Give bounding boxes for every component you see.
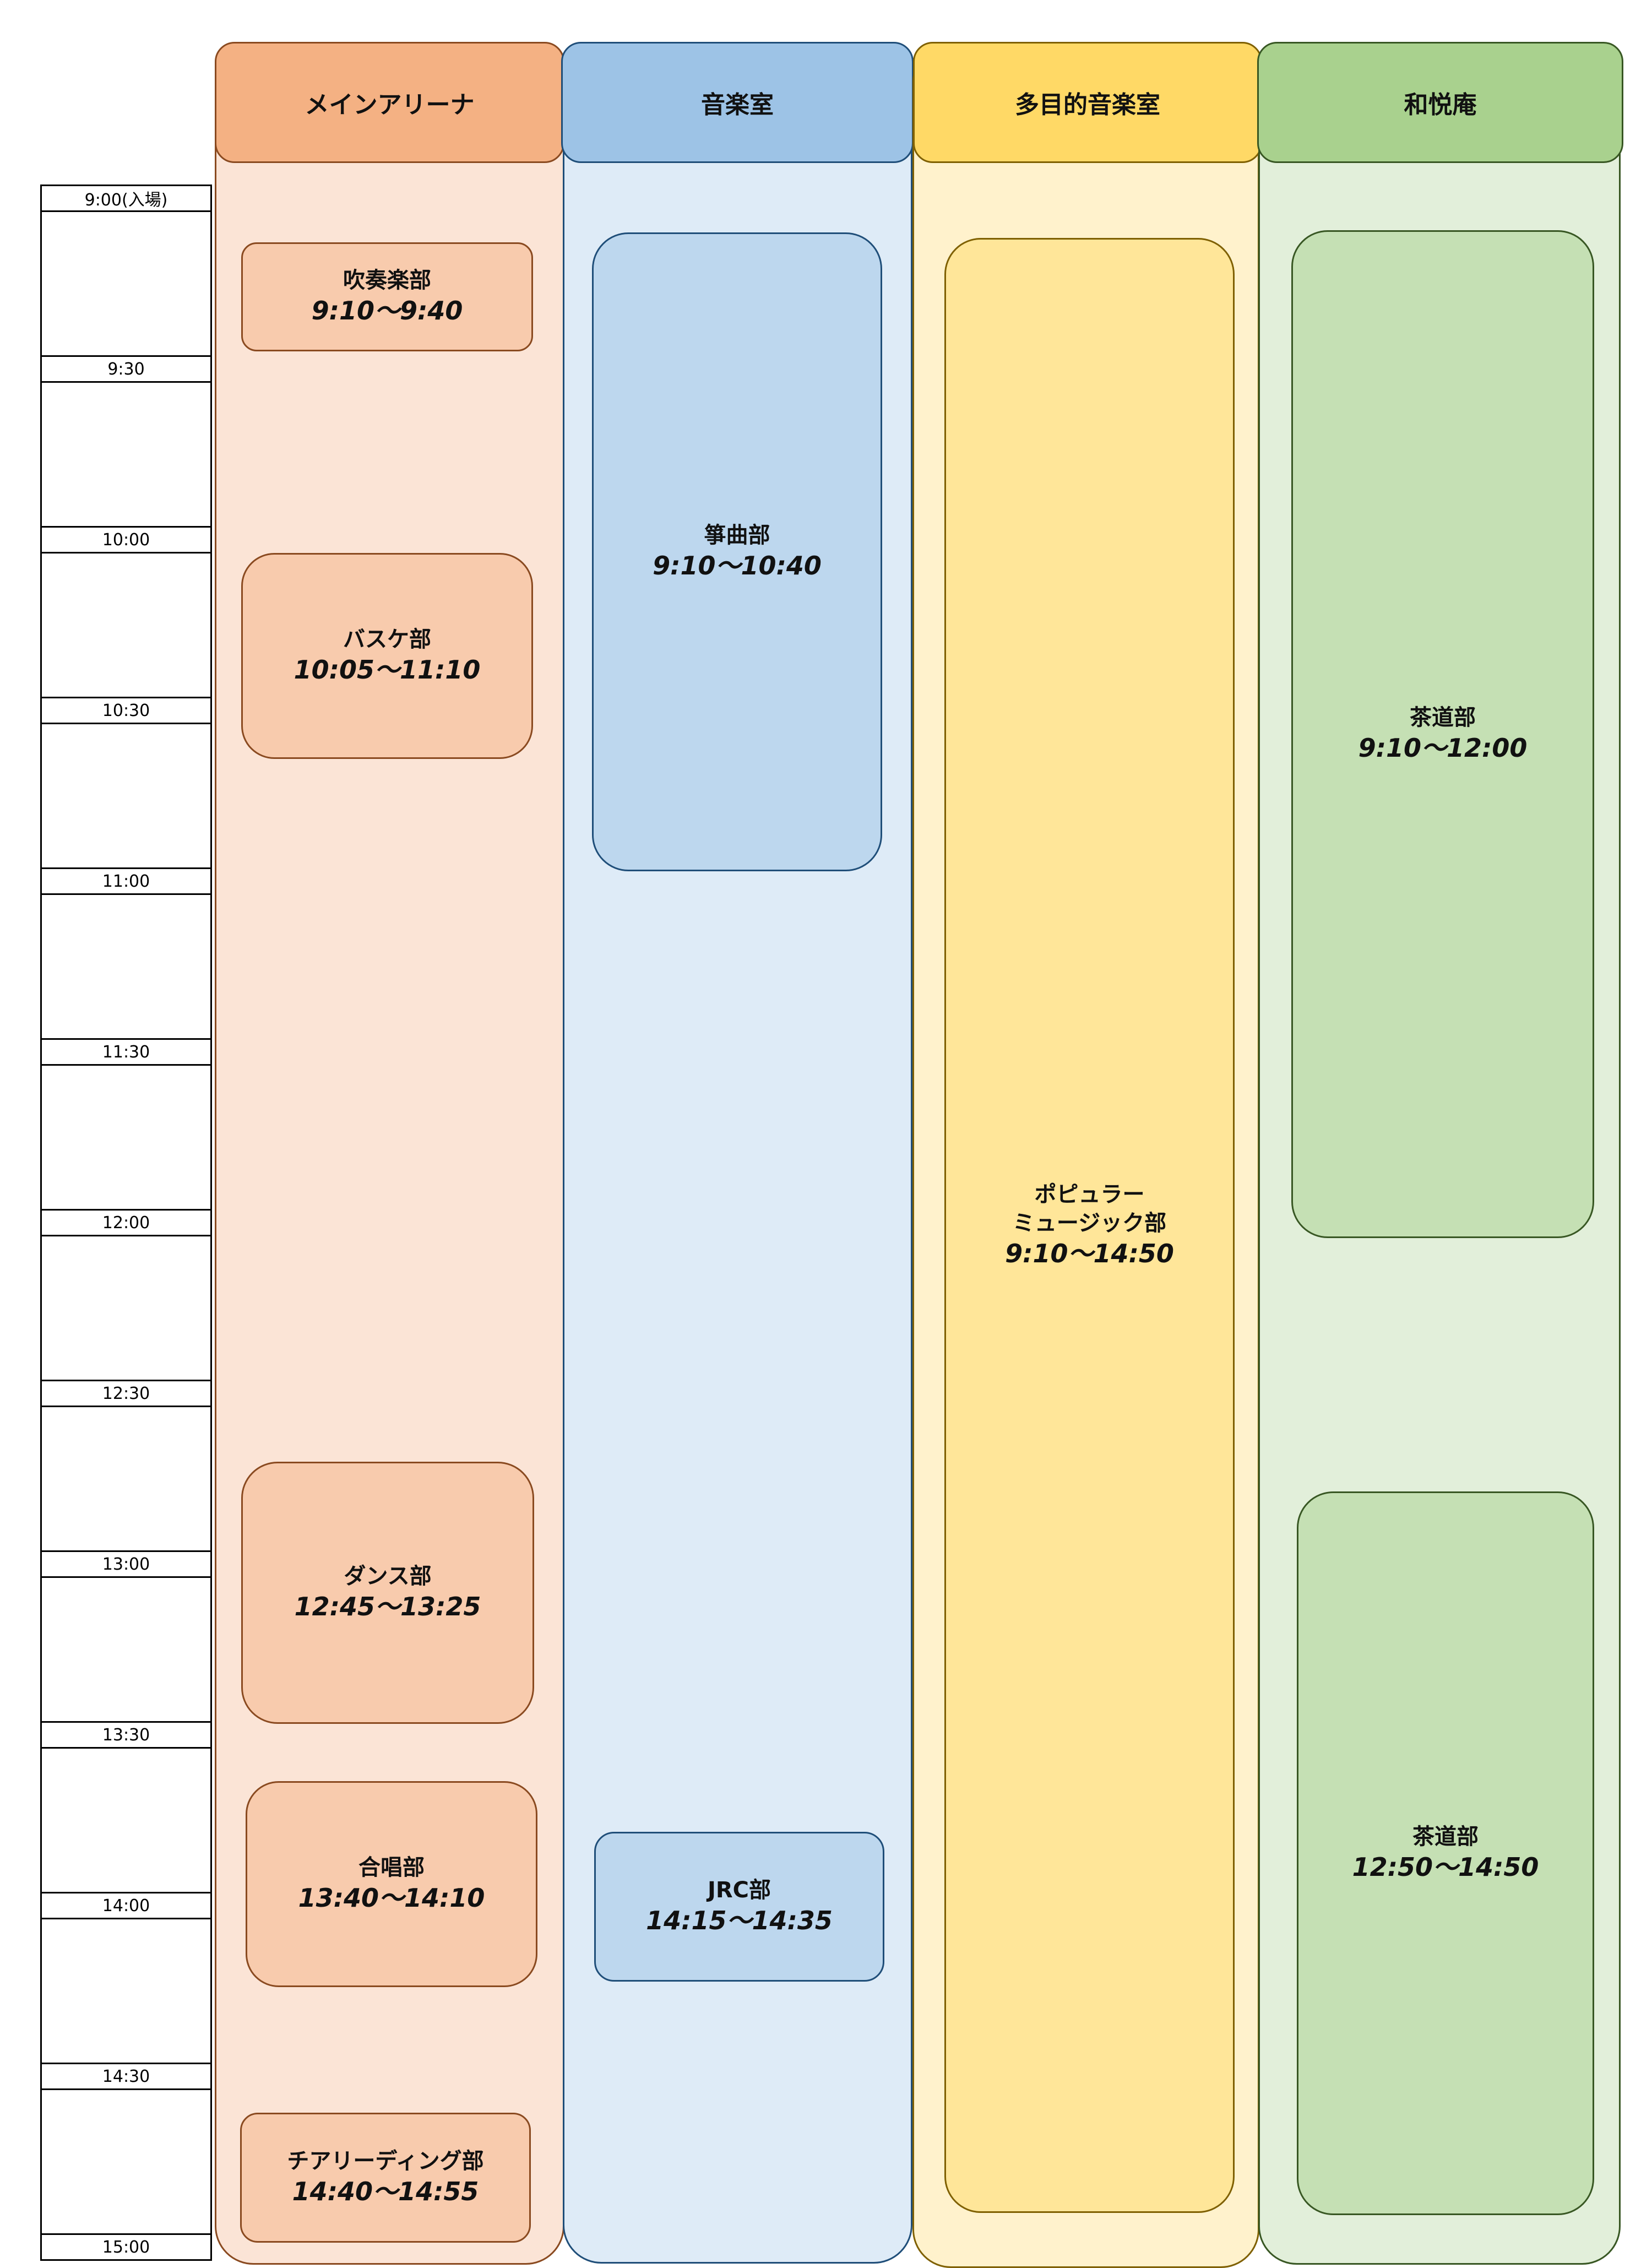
event-block-brass-band: 吹奏楽部 9:10～9:40 [241, 242, 533, 351]
event-time: 9:10～9:40 [311, 296, 463, 326]
event-name: 箏曲部 [704, 523, 770, 549]
room-header-label: メインアリーナ [305, 91, 475, 119]
time-slot-gap [40, 895, 212, 1038]
time-slot-gap [40, 554, 212, 697]
event-name: 茶道部 [1412, 1824, 1479, 1850]
time-slot-label: 14:00 [40, 1892, 212, 1919]
time-slot-label: 11:00 [40, 867, 212, 895]
time-slot-label: 9:00(入場) [40, 185, 212, 212]
room-header-label: 和悦庵 [1404, 91, 1477, 119]
event-block-tea-ceremony-morning: 茶道部 9:10～12:00 [1291, 230, 1594, 1238]
event-block-basketball: バスケ部 10:05～11:10 [241, 553, 533, 759]
time-slot-gap [40, 1066, 212, 1209]
event-time: 10:05～11:10 [294, 655, 481, 685]
time-slot-label: 11:30 [40, 1038, 212, 1066]
time-slot-label: 13:00 [40, 1550, 212, 1578]
room-header-label: 多目的音楽室 [1015, 91, 1160, 119]
event-time: 9:10～14:50 [1005, 1239, 1174, 1269]
time-slot-label: 12:30 [40, 1380, 212, 1407]
event-name: 吹奏楽部 [343, 268, 431, 294]
event-name: ポピュラー ミュージック部 [1012, 1182, 1167, 1236]
time-slot-gap [40, 2090, 212, 2233]
event-block-cheerleading: チアリーディング部 14:40～14:55 [240, 2113, 531, 2243]
time-slot-label: 10:00 [40, 526, 212, 554]
room-header-music-room: 音楽室 [561, 42, 914, 163]
time-slot-gap [40, 724, 212, 867]
time-slot-label: 12:00 [40, 1209, 212, 1236]
event-time: 12:50～14:50 [1352, 1852, 1539, 1882]
event-block-tea-ceremony-afternoon: 茶道部 12:50～14:50 [1297, 1491, 1594, 2215]
event-name: ダンス部 [344, 1564, 432, 1589]
time-slot-gap [40, 1749, 212, 1892]
event-name: 合唱部 [358, 1855, 425, 1881]
time-slot-gap [40, 1578, 212, 1721]
time-slot-label: 14:30 [40, 2063, 212, 2090]
time-slot-gap [40, 1919, 212, 2063]
event-name: JRC部 [707, 1878, 771, 1903]
room-header-waetsuan: 和悦庵 [1257, 42, 1623, 163]
event-time: 13:40～14:10 [298, 1883, 485, 1913]
event-block-choir: 合唱部 13:40～14:10 [246, 1781, 537, 1987]
event-block-koto: 箏曲部 9:10～10:40 [592, 232, 882, 871]
room-header-label: 音楽室 [701, 91, 774, 119]
time-slot-gap [40, 383, 212, 526]
event-name: チアリーディング部 [287, 2148, 484, 2174]
time-slot-label: 10:30 [40, 697, 212, 724]
event-block-dance: ダンス部 12:45～13:25 [241, 1462, 534, 1724]
event-time: 12:45～13:25 [294, 1592, 481, 1622]
time-slot-gap [40, 212, 212, 355]
room-header-main-arena: メインアリーナ [215, 42, 564, 163]
event-time: 14:40～14:55 [292, 2177, 479, 2207]
time-slot-gap [40, 1236, 212, 1380]
event-time: 9:10～12:00 [1358, 733, 1528, 763]
event-name: 茶道部 [1410, 705, 1476, 731]
time-slot-label: 13:30 [40, 1721, 212, 1749]
event-block-jrc: JRC部 14:15～14:35 [594, 1832, 884, 1982]
event-time: 9:10～10:40 [653, 551, 822, 581]
time-slot-label: 15:00 [40, 2233, 212, 2261]
event-name: バスケ部 [343, 627, 431, 653]
event-time: 14:15～14:35 [646, 1906, 833, 1936]
event-block-popular-music: ポピュラー ミュージック部 9:10～14:50 [944, 238, 1235, 2213]
time-slot-gap [40, 1407, 212, 1550]
time-slot-label: 9:30 [40, 355, 212, 383]
room-header-multipurpose-music-room: 多目的音楽室 [913, 42, 1262, 163]
